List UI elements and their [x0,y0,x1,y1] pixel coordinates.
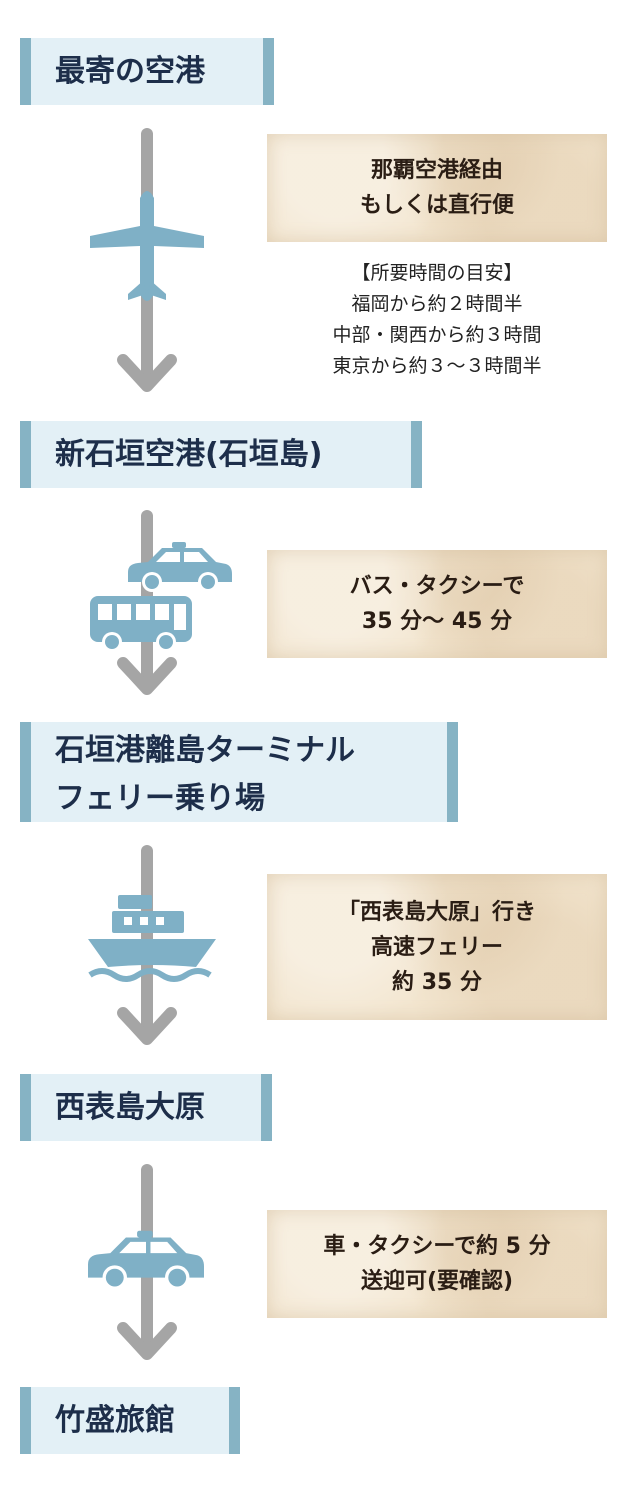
note-line: バス・タクシーで [349,574,525,599]
stop-label-line1: 石垣港離島ターミナル [55,733,355,768]
step-note-bus-taxi: バス・タクシーで 35 分～ 45 分 [267,550,607,658]
down-arrow-icon [117,1322,177,1360]
stop-takemori-ryokan: 竹盛旅館 [20,1387,240,1454]
bus-icon [90,596,192,652]
note-line: 送迎可(要確認) [360,1269,514,1294]
stop-label-line2: フェリー乗り場 [55,781,265,816]
note-line: もしくは直行便 [359,193,514,218]
step-note-car-taxi: 車・タクシーで約 5 分 送迎可(要確認) [267,1210,607,1318]
note-line: 高速フェリー [370,934,503,960]
airplane-icon [90,191,204,301]
flight-time-guide: 【所要時間の目安】 福岡から約２時間半 中部・関西から約３時間 東京から約３～３… [267,258,607,382]
note-line: 約 35 分 [392,969,482,995]
taxi-icon [88,1230,204,1290]
ferry-icon [88,895,216,982]
down-arrow-icon [117,657,177,695]
stop-iriomote-ohara: 西表島大原 [20,1074,272,1141]
down-arrow-icon [117,354,177,392]
note-line: 「西表島大原」行き [337,899,536,925]
down-arrow-icon [117,1007,177,1045]
taxi-icon [128,542,232,592]
stop-new-ishigaki-airport: 新石垣空港(石垣島) [20,421,422,488]
step-note-flight: 那覇空港経由 もしくは直行便 [267,134,607,242]
stop-nearest-airport: 最寄の空港 [20,38,274,105]
guide-line: 中部・関西から約３時間 [332,324,542,346]
stop-ishigaki-port-terminal: 石垣港離島ターミナル フェリー乗り場 [20,722,458,822]
note-line: 車・タクシーで約 5 分 [323,1234,551,1259]
note-line: 那覇空港経由 [370,158,503,183]
guide-line: 東京から約３～３時間半 [332,355,542,377]
guide-heading: 【所要時間の目安】 [351,262,523,284]
step-note-ferry: 「西表島大原」行き 高速フェリー 約 35 分 [267,874,607,1020]
guide-line: 福岡から約２時間半 [351,293,523,315]
note-line: 35 分～ 45 分 [361,609,513,634]
